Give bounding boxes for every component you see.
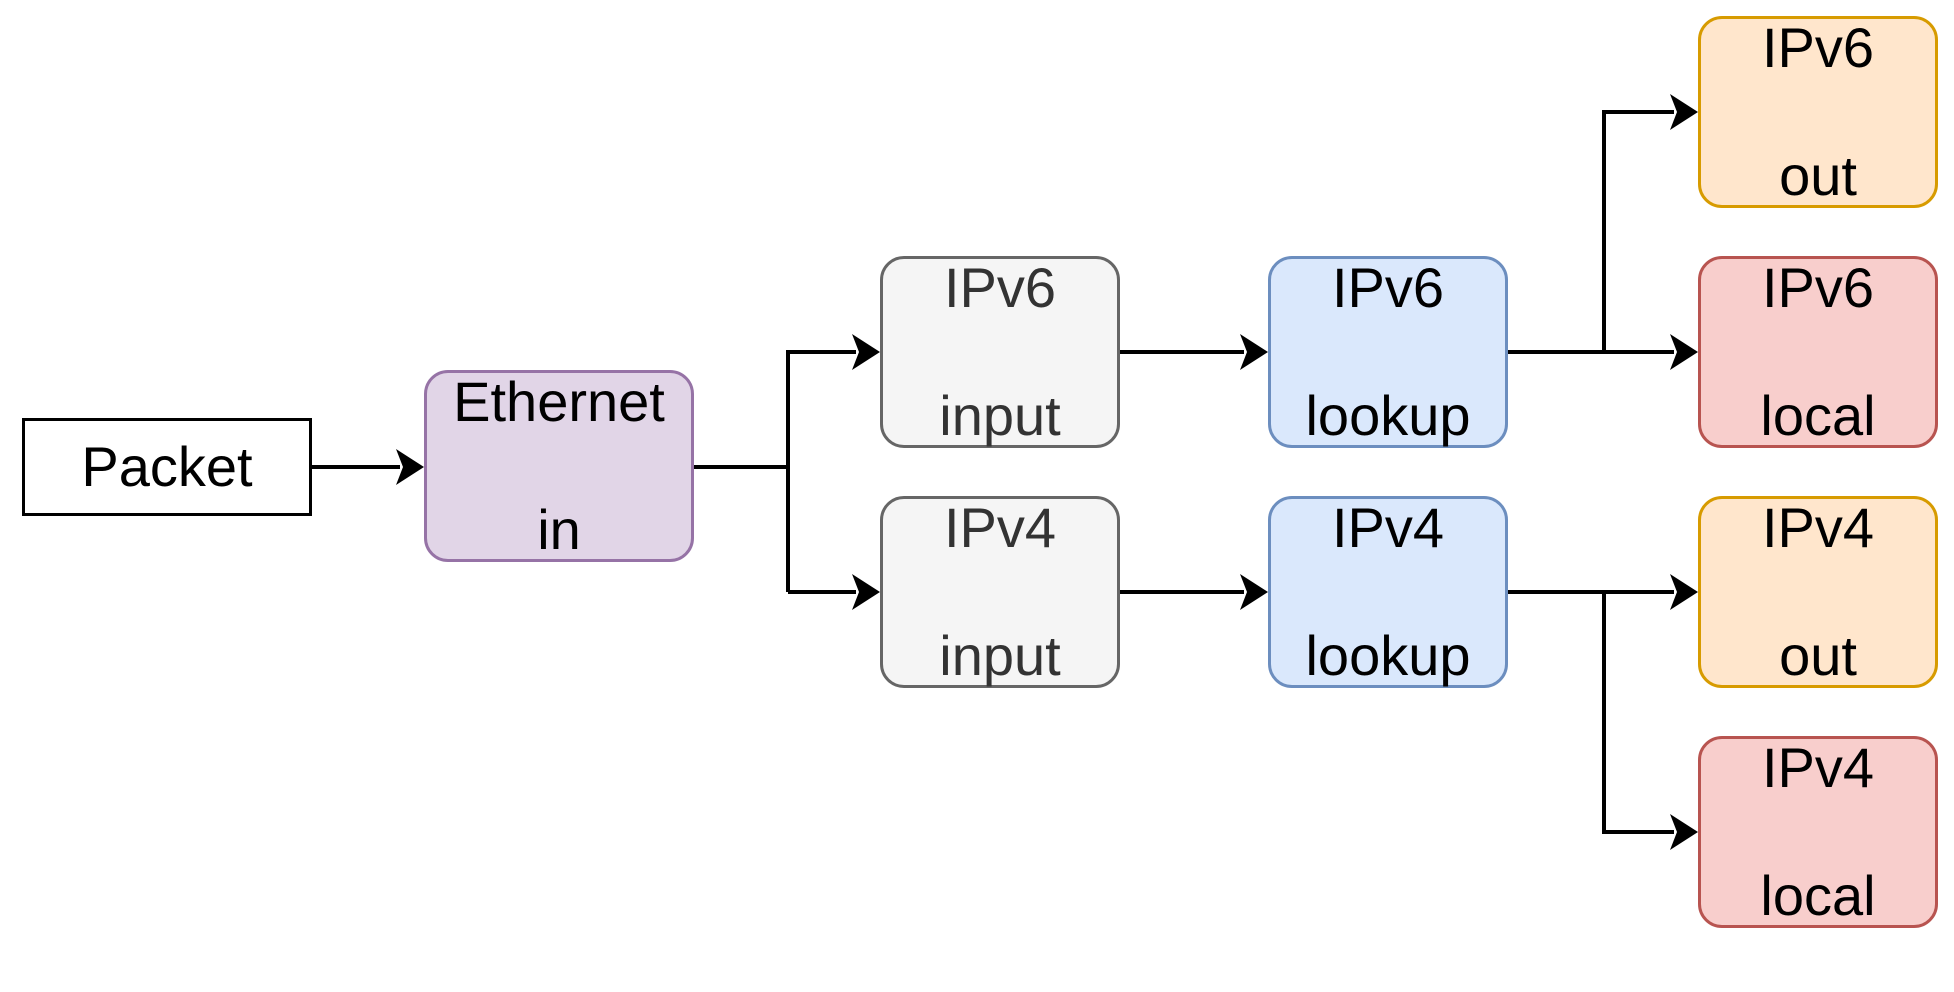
ipv4-lookup-label-line1: IPv4: [1331, 496, 1445, 559]
packet-label: Packet: [81, 435, 253, 498]
edges-layer: [312, 94, 1698, 850]
ipv6-out-label-line1: IPv6: [1761, 16, 1875, 79]
ipv6-local-label-line1: IPv6: [1761, 256, 1875, 319]
ipv4-local-label-line1: IPv4: [1761, 736, 1875, 799]
packet-node: Packet: [22, 418, 312, 516]
ethernet-in-node: Ethernet in: [424, 370, 694, 562]
ipv6-local-node: IPv6 local: [1698, 256, 1938, 448]
ethernet-in-label-line2: in: [537, 498, 581, 561]
ipv6-out-node: IPv6 out: [1698, 16, 1938, 208]
ipv6-lookup-label-line1: IPv6: [1331, 256, 1445, 319]
ipv4-lookup-node: IPv4 lookup: [1268, 496, 1508, 688]
ipv4-out-node: IPv4 out: [1698, 496, 1938, 688]
ipv4-out-label-line1: IPv4: [1761, 496, 1875, 559]
ipv4-input-label-line2: input: [939, 624, 1061, 687]
edge-ethernet-to-ipv6-input: [788, 334, 880, 370]
ipv6-input-label-line2: input: [939, 384, 1061, 447]
edge-packet-to-ethernet: [312, 449, 424, 485]
edge-ipv6-input-to-lookup: [1120, 334, 1268, 370]
ipv4-out-label-line2: out: [1779, 624, 1857, 687]
ipv6-out-label-line2: out: [1779, 144, 1857, 207]
edge-ethernet-fork: [694, 350, 790, 592]
ipv4-input-label-line1: IPv4: [943, 496, 1057, 559]
edge-ethernet-to-ipv4-input: [788, 574, 880, 610]
ipv6-input-label-line1: IPv6: [943, 256, 1057, 319]
edge-ipv6-lookup-fork: [1508, 94, 1698, 370]
ethernet-in-label-line1: Ethernet: [453, 370, 665, 433]
ipv6-input-node: IPv6 input: [880, 256, 1120, 448]
edge-ipv4-input-to-lookup: [1120, 574, 1268, 610]
ipv6-local-label-line2: local: [1760, 384, 1876, 447]
ipv6-lookup-node: IPv6 lookup: [1268, 256, 1508, 448]
ipv4-local-label-line2: local: [1760, 864, 1876, 927]
edge-ipv4-lookup-fork: [1508, 574, 1698, 850]
packet-flow-diagram: Packet Ethernet in IPv6 input IPv4 input…: [22, 16, 1938, 928]
ipv6-lookup-label-line2: lookup: [1305, 384, 1471, 447]
ipv4-input-node: IPv4 input: [880, 496, 1120, 688]
ipv4-lookup-label-line2: lookup: [1305, 624, 1471, 687]
ipv4-local-node: IPv4 local: [1698, 736, 1938, 928]
